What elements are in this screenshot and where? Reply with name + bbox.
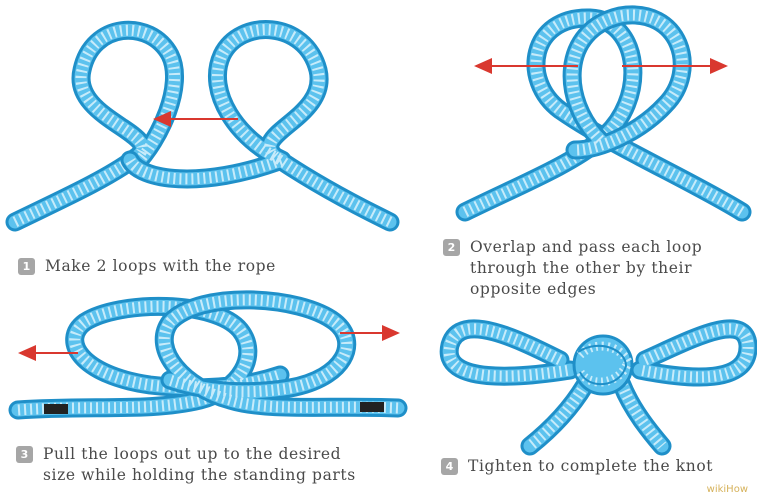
step-1-caption: 1 Make 2 loops with the rope [18, 256, 418, 277]
step-number-badge: 1 [18, 258, 35, 275]
step-text: Overlap and pass each loop through the o… [470, 237, 702, 300]
step-text: Pull the loops out up to the desired siz… [43, 444, 356, 486]
step-text: Tighten to complete the knot [468, 456, 713, 477]
step-number-badge: 2 [443, 239, 460, 256]
step-2-caption: 2 Overlap and pass each loop through the… [443, 237, 753, 300]
rope-illustration-step-2 [465, 15, 742, 212]
step-3-caption: 3 Pull the loops out up to the desired s… [16, 444, 436, 486]
step-4-caption: 4 Tighten to complete the knot [441, 456, 757, 477]
step-text: Make 2 loops with the rope [45, 256, 276, 277]
step-number-badge: 4 [441, 458, 458, 475]
rope-illustration-step-3 [18, 300, 398, 414]
rope-illustration-step-4 [449, 329, 748, 446]
watermark-logo: wikiHow [707, 484, 748, 495]
rope-illustration-step-1 [15, 30, 390, 222]
step-number-badge: 3 [16, 446, 33, 463]
